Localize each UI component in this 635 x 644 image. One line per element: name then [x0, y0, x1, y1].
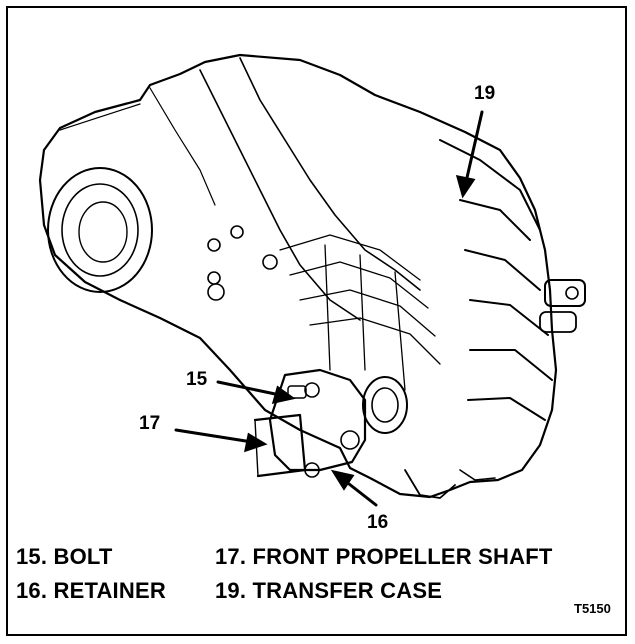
yoke-shape — [268, 368, 367, 472]
legend-item-front-propeller-shaft: 17. FRONT PROPELLER SHAFT — [215, 544, 553, 569]
callout-19: 19 — [474, 83, 496, 104]
case-body-outline — [38, 53, 558, 499]
front-output-seal — [362, 376, 408, 434]
callout-15: 15 — [186, 369, 208, 390]
legend-item-retainer: 16. RETAINER — [16, 578, 166, 603]
leader-arrow-15 — [216, 380, 282, 397]
front-propeller-shaft — [253, 413, 307, 478]
figure-id: T5150 — [574, 601, 611, 616]
callout-16: 16 — [367, 512, 389, 533]
leader-arrow-17 — [174, 428, 254, 444]
leader-arrow-16 — [342, 478, 378, 507]
legend-item-bolt: 15. BOLT — [16, 544, 113, 569]
callout-17: 17 — [139, 413, 161, 434]
rear-output-boss — [47, 167, 153, 293]
figure-frame — [6, 6, 627, 636]
legend-item-transfer-case: 19. TRANSFER CASE — [215, 578, 443, 603]
leader-arrow-19 — [464, 110, 484, 184]
